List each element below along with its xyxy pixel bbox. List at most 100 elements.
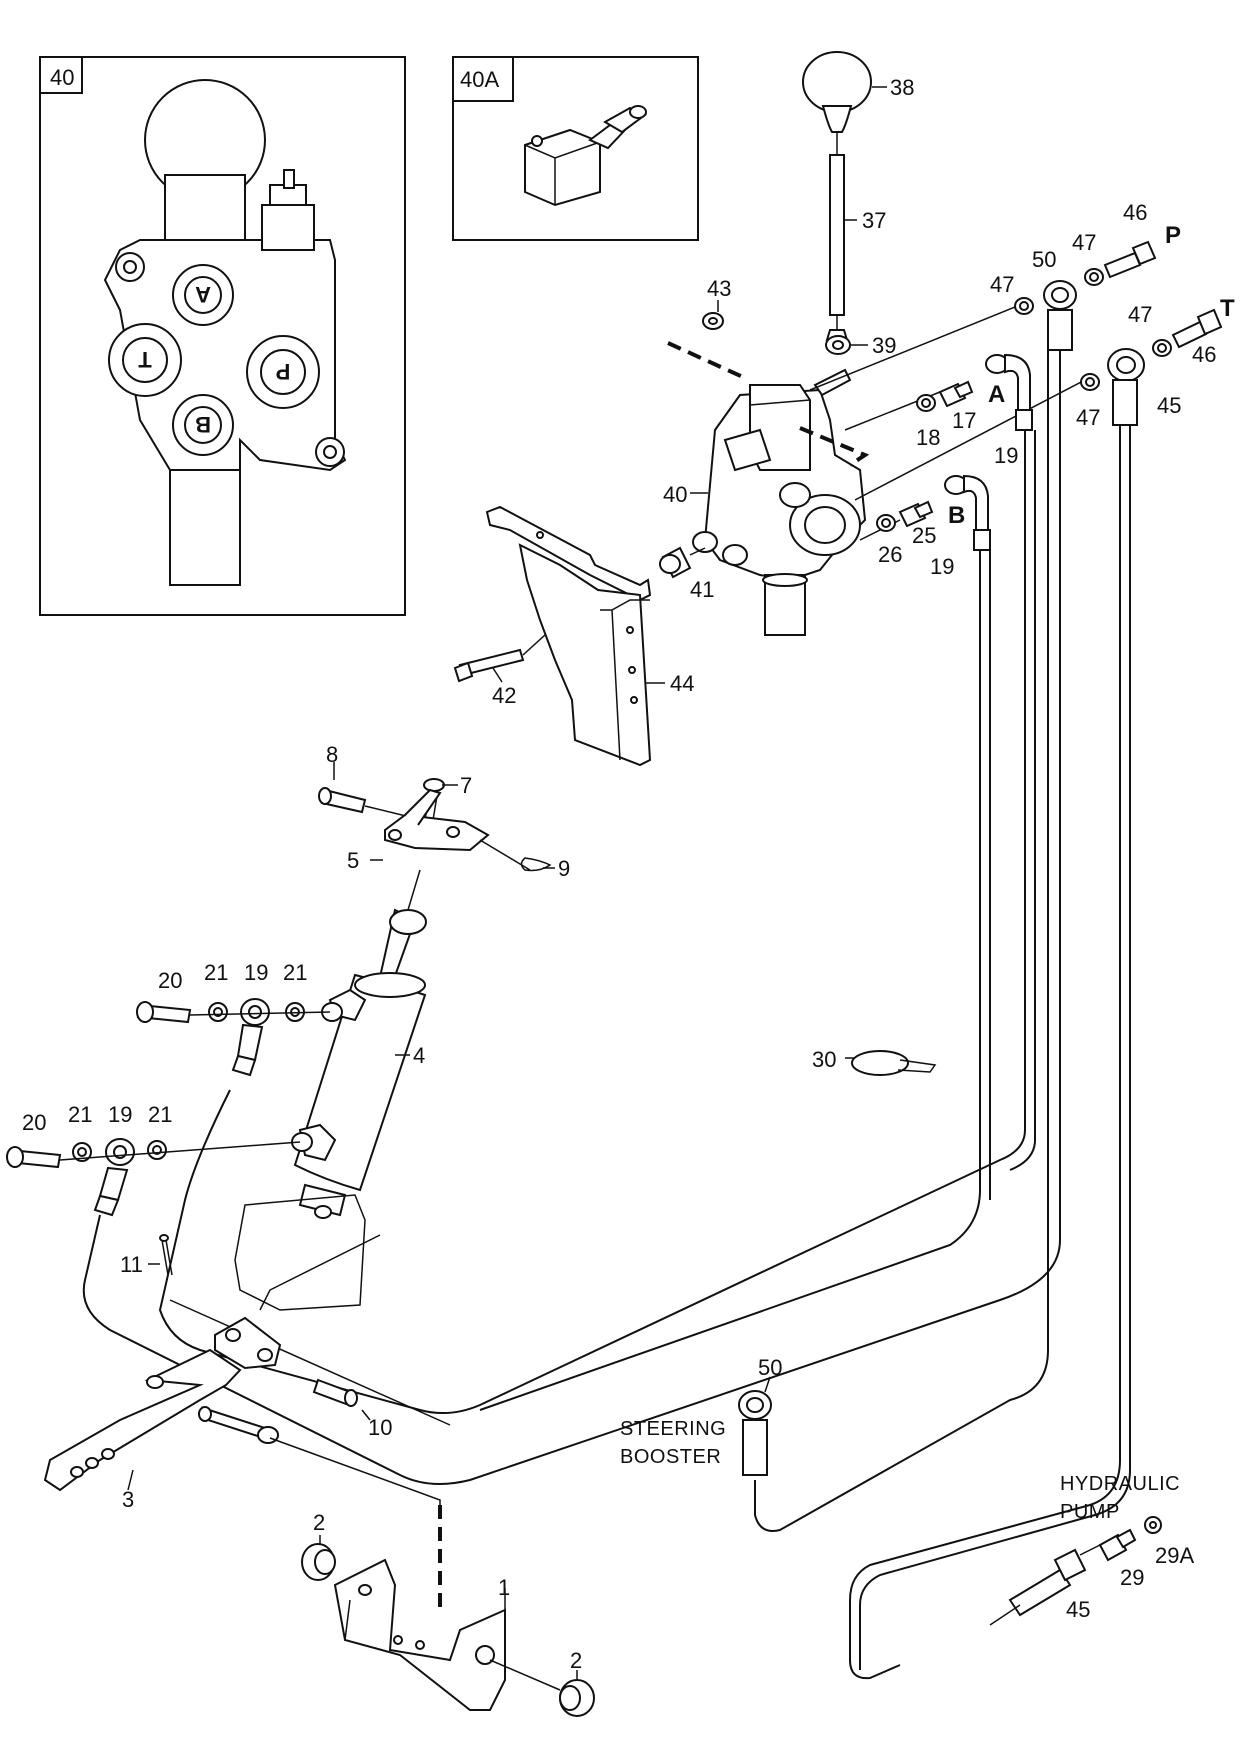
- callout-40: 40: [663, 482, 687, 507]
- callout-47-d: 47: [1076, 405, 1100, 430]
- hose-b-to-cylinder: [479, 550, 981, 1411]
- callout-47-b: 47: [1072, 230, 1096, 255]
- banjo-50-p: [1043, 280, 1077, 351]
- solenoid-switch: [524, 105, 647, 207]
- bolt-20-upper: [136, 1001, 192, 1024]
- adapter-25: [898, 500, 934, 528]
- callout-4: 4: [413, 1043, 425, 1068]
- knob: [802, 51, 872, 113]
- callout-21-c: 21: [68, 1102, 92, 1127]
- washer-47-a: [1014, 297, 1034, 315]
- nut-39: [825, 335, 851, 355]
- hydraulic-cylinder-4: [291, 908, 427, 1219]
- bolt-46-t: [1171, 308, 1223, 349]
- callout-20-a: 20: [158, 968, 182, 993]
- port-b-label: B: [195, 412, 211, 437]
- washer-21-a: [208, 1002, 228, 1022]
- callout-3: 3: [122, 1487, 134, 1512]
- port-p: P: [246, 335, 320, 409]
- pump-hose-end-45: [1008, 1548, 1087, 1617]
- callout-8: 8: [326, 742, 338, 767]
- callout-30: 30: [812, 1047, 836, 1072]
- pedal-lever-3: [43, 1348, 242, 1492]
- clip-9: [520, 857, 552, 872]
- callout-19-b: 19: [930, 554, 954, 579]
- callouts: 38 37 39 43 40 41 42 44 46 46 47 47 47 4…: [22, 75, 1216, 1673]
- callout-45-a: 45: [1157, 393, 1181, 418]
- washer-47-c: [1080, 373, 1100, 391]
- cotter-pin-11: [159, 1234, 173, 1276]
- callout-9: 9: [558, 856, 570, 881]
- port-a: A: [172, 264, 234, 326]
- callout-46-t: 46: [1192, 342, 1216, 367]
- hose-fitting-b: [944, 474, 991, 551]
- bolt-46-p: [1103, 240, 1157, 279]
- callout-26: 26: [878, 542, 902, 567]
- inset-40: 40 A T P: [39, 56, 406, 616]
- shaft: [198, 1406, 279, 1444]
- bushing-41: [659, 546, 692, 579]
- bushing-2-lower: [559, 1679, 595, 1717]
- adapter-29: [1098, 1528, 1137, 1562]
- callout-21-a: 21: [204, 960, 228, 985]
- bracket-44: [485, 505, 652, 767]
- steering-booster-line1: STEERING: [620, 1418, 726, 1440]
- port-label-p: P: [1165, 222, 1181, 249]
- washer-21-c: [72, 1142, 92, 1162]
- washer-18: [916, 394, 936, 412]
- control-valve: [692, 368, 867, 636]
- callout-50-a: 50: [1032, 247, 1056, 272]
- callout-5: 5: [347, 848, 359, 873]
- callout-19-c: 19: [244, 960, 268, 985]
- callout-11: 11: [120, 1252, 143, 1277]
- clevis-yoke: [214, 1316, 282, 1370]
- callout-19-d: 19: [108, 1102, 132, 1127]
- callout-21-b: 21: [283, 960, 307, 985]
- steering-booster-line2: BOOSTER: [620, 1446, 721, 1468]
- control-lever: [802, 51, 872, 341]
- washer-43: [702, 312, 724, 330]
- lever-rod: [829, 154, 845, 316]
- inset-40a-label: 40A: [460, 67, 499, 92]
- washer-26: [876, 514, 896, 532]
- callout-2-a: 2: [313, 1510, 325, 1535]
- callout-39: 39: [872, 333, 896, 358]
- callout-41: 41: [690, 577, 714, 602]
- callout-43: 43: [707, 276, 731, 301]
- washer-47-d: [1152, 339, 1172, 357]
- callout-29a: 29A: [1155, 1543, 1194, 1568]
- callout-1: 1: [498, 1575, 510, 1600]
- adapter-17: [938, 380, 974, 408]
- callout-38: 38: [890, 75, 914, 100]
- banjo-50-steering: [738, 1390, 772, 1476]
- callout-44: 44: [670, 671, 694, 696]
- banjo-19-upper: [231, 998, 270, 1077]
- callout-47-a: 47: [990, 272, 1014, 297]
- port-t-label: T: [138, 347, 152, 372]
- banjo-19-lower: [93, 1138, 135, 1217]
- clevis-pin-10: [312, 1378, 358, 1407]
- cable-tie-30: [851, 1050, 937, 1076]
- callout-50-b: 50: [758, 1355, 782, 1380]
- bolt-42: [453, 648, 525, 683]
- hose-a-to-cylinder: [158, 430, 1026, 1415]
- callout-17: 17: [952, 408, 976, 433]
- callout-2-b: 2: [570, 1648, 582, 1673]
- mount-bracket-1: [333, 1558, 506, 1711]
- callout-46-p: 46: [1123, 200, 1147, 225]
- inset-40a: 40A: [452, 56, 699, 241]
- port-a-label: A: [195, 282, 211, 307]
- hose-hydraulic-pump: [849, 425, 1121, 1680]
- callout-21-d: 21: [148, 1102, 172, 1127]
- hose-steering-booster: [754, 350, 1049, 1532]
- callout-37: 37: [862, 208, 886, 233]
- callout-45-b: 45: [1066, 1597, 1090, 1622]
- callout-47-c: 47: [1128, 302, 1152, 327]
- callout-29: 29: [1120, 1565, 1144, 1590]
- callout-19-a: 19: [994, 443, 1018, 468]
- port-label-b: B: [948, 502, 965, 529]
- bushing-2-upper: [301, 1543, 336, 1581]
- port-label-a: A: [988, 381, 1005, 408]
- hydraulic-pump-line1: HYDRAULIC: [1060, 1473, 1180, 1495]
